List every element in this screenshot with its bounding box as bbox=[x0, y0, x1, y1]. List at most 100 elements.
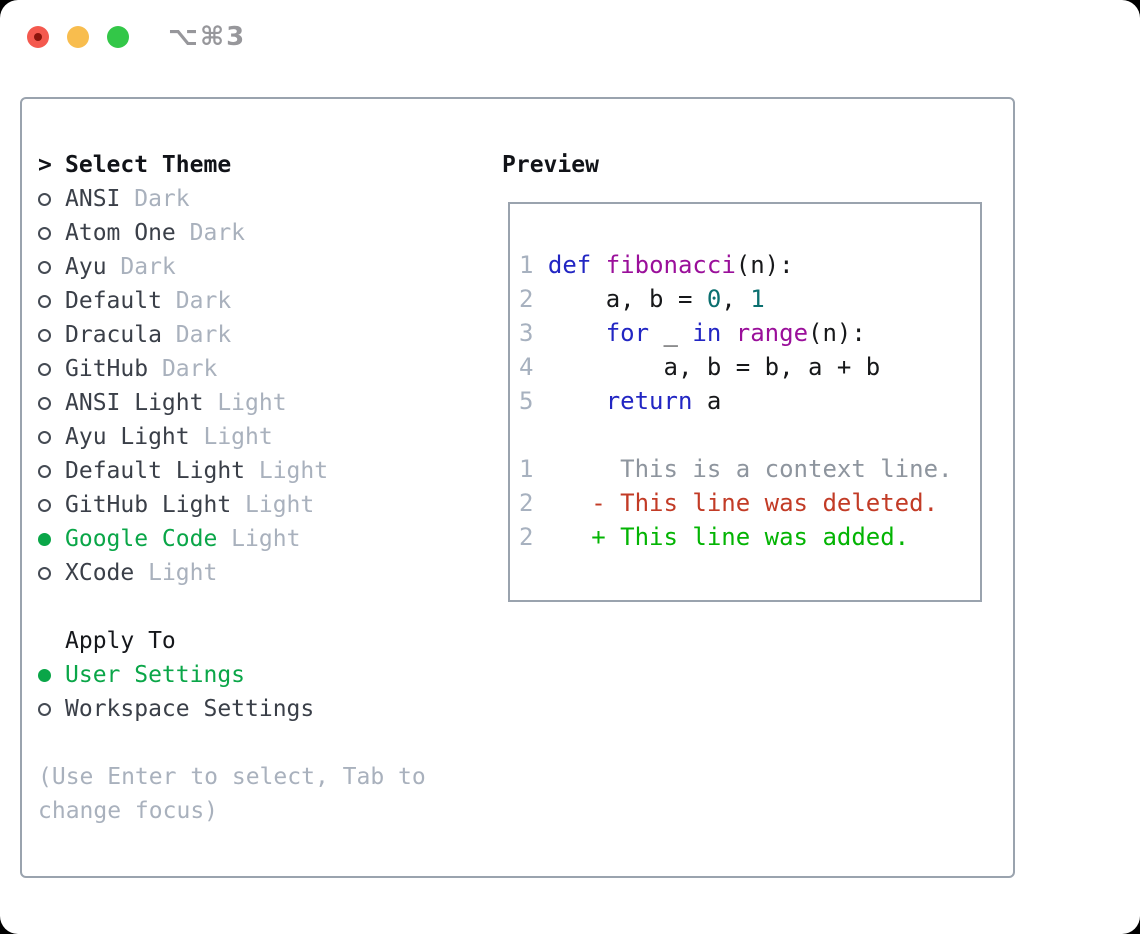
radio-icon bbox=[38, 396, 51, 410]
option-variant-label: Light bbox=[203, 390, 287, 416]
code-token-plain bbox=[721, 319, 735, 347]
code-token-plain: _ bbox=[649, 319, 693, 347]
theme-option[interactable]: XCode Light bbox=[38, 556, 483, 590]
preview-code: 1 def fibonacci(n): 2 a, b = 0, 1 3 for … bbox=[510, 204, 980, 554]
select-theme-title: Select Theme bbox=[65, 152, 232, 178]
window-titlebar bbox=[27, 26, 147, 48]
radio-icon bbox=[38, 464, 51, 478]
code-token-kw: for bbox=[605, 319, 650, 347]
code-token-num: 5 bbox=[519, 387, 534, 415]
code-token-num: 1 bbox=[519, 455, 534, 483]
close-window-icon[interactable] bbox=[27, 26, 49, 48]
theme-option[interactable]: Dracula Dark bbox=[38, 318, 483, 352]
theme-option[interactable]: Default Dark bbox=[38, 284, 483, 318]
code-token-num: 1 bbox=[519, 251, 534, 279]
code-token-kw: def bbox=[547, 251, 592, 279]
option-variant-label: Light bbox=[231, 492, 315, 518]
theme-option[interactable]: ANSI Dark bbox=[38, 182, 483, 216]
code-token-plain: (n): bbox=[808, 319, 866, 347]
code-token-plain bbox=[533, 251, 547, 279]
option-variant-label: Dark bbox=[148, 356, 218, 382]
window-title: ⌥⌘3 bbox=[168, 22, 247, 52]
code-token-del: - This line was deleted. bbox=[533, 489, 939, 517]
option-label: ANSI bbox=[65, 186, 121, 212]
keyboard-hint-text: (Use Enter to select, Tab to change focu… bbox=[38, 764, 426, 824]
code-token-plain: (n): bbox=[735, 251, 794, 279]
option-label: Dracula bbox=[65, 322, 162, 348]
radio-icon bbox=[38, 702, 51, 716]
code-token-plain: , bbox=[721, 285, 751, 313]
code-token-fn: range bbox=[735, 319, 809, 347]
code-token-plain bbox=[591, 251, 605, 279]
code-token-add: + This line was added. bbox=[533, 523, 910, 551]
option-variant-label: Light bbox=[189, 424, 273, 450]
option-label: Default Light bbox=[65, 458, 246, 484]
option-label: GitHub bbox=[65, 356, 149, 382]
radio-icon bbox=[38, 498, 51, 512]
code-token-plain: a, b = b, a + b bbox=[533, 353, 881, 381]
option-variant-label: Light bbox=[217, 526, 301, 552]
section-spacer bbox=[38, 590, 483, 624]
code-token-plain bbox=[533, 387, 605, 415]
theme-option[interactable]: Ayu Light Light bbox=[38, 420, 483, 454]
minimize-window-icon[interactable] bbox=[67, 26, 89, 48]
radio-icon bbox=[38, 362, 51, 376]
apply-to-header-row: Apply To bbox=[38, 624, 483, 658]
radio-icon bbox=[38, 430, 51, 444]
option-label: ANSI Light bbox=[65, 390, 204, 416]
radio-icon bbox=[38, 226, 51, 240]
option-label: Ayu Light bbox=[65, 424, 190, 450]
zoom-window-icon[interactable] bbox=[107, 26, 129, 48]
theme-option[interactable]: GitHub Light Light bbox=[38, 488, 483, 522]
code-token-num: 3 bbox=[519, 319, 534, 347]
apply-to-option[interactable]: Workspace Settings bbox=[38, 692, 483, 726]
code-token-ctx: This is a context line. bbox=[533, 455, 953, 483]
radio-icon bbox=[38, 260, 51, 274]
option-variant-label: Dark bbox=[161, 288, 232, 314]
option-label: XCode bbox=[65, 560, 135, 586]
option-label: Default bbox=[65, 288, 162, 314]
radio-icon bbox=[38, 192, 51, 206]
radio-icon bbox=[38, 294, 51, 308]
code-token-kw: in bbox=[692, 319, 722, 347]
code-token-kw: return bbox=[605, 387, 693, 415]
radio-selected-icon bbox=[38, 532, 51, 546]
option-label: GitHub Light bbox=[65, 492, 232, 518]
section-spacer bbox=[38, 726, 483, 760]
code-token-plain: a, b = bbox=[533, 285, 707, 313]
prompt-icon: > bbox=[38, 152, 52, 178]
theme-option[interactable]: GitHub Dark bbox=[38, 352, 483, 386]
radio-icon bbox=[38, 328, 51, 342]
theme-option[interactable]: Atom One Dark bbox=[38, 216, 483, 250]
theme-option[interactable]: ANSI Light Light bbox=[38, 386, 483, 420]
option-variant-label: Dark bbox=[175, 220, 246, 246]
code-token-plain: a bbox=[692, 387, 722, 415]
code-token-num: 4 bbox=[519, 353, 534, 381]
code-token-num: 2 bbox=[519, 523, 534, 551]
preview-box: 1 def fibonacci(n): 2 a, b = 0, 1 3 for … bbox=[508, 202, 982, 602]
option-variant-label: Dark bbox=[106, 254, 176, 280]
code-token-lit: 1 bbox=[750, 285, 765, 313]
code-token-num: 2 bbox=[519, 285, 534, 313]
option-variant-label: Dark bbox=[161, 322, 232, 348]
preview-title: Preview bbox=[502, 152, 599, 178]
code-token-lit: 0 bbox=[706, 285, 722, 313]
code-token-fn: fibonacci bbox=[605, 251, 736, 279]
option-label: Ayu bbox=[65, 254, 107, 280]
theme-option[interactable]: Ayu Dark bbox=[38, 250, 483, 284]
option-variant-label: Light bbox=[134, 560, 218, 586]
option-variant-label: Light bbox=[245, 458, 329, 484]
option-label: Atom One bbox=[65, 220, 176, 246]
code-token-plain bbox=[533, 319, 605, 347]
theme-option[interactable]: Google Code Light bbox=[38, 522, 483, 556]
theme-option[interactable]: Default Light Light bbox=[38, 454, 483, 488]
option-label: Google Code bbox=[65, 526, 218, 552]
option-label: Workspace Settings bbox=[65, 696, 315, 722]
option-variant-label: Dark bbox=[120, 186, 190, 212]
apply-to-option[interactable]: User Settings bbox=[38, 658, 483, 692]
